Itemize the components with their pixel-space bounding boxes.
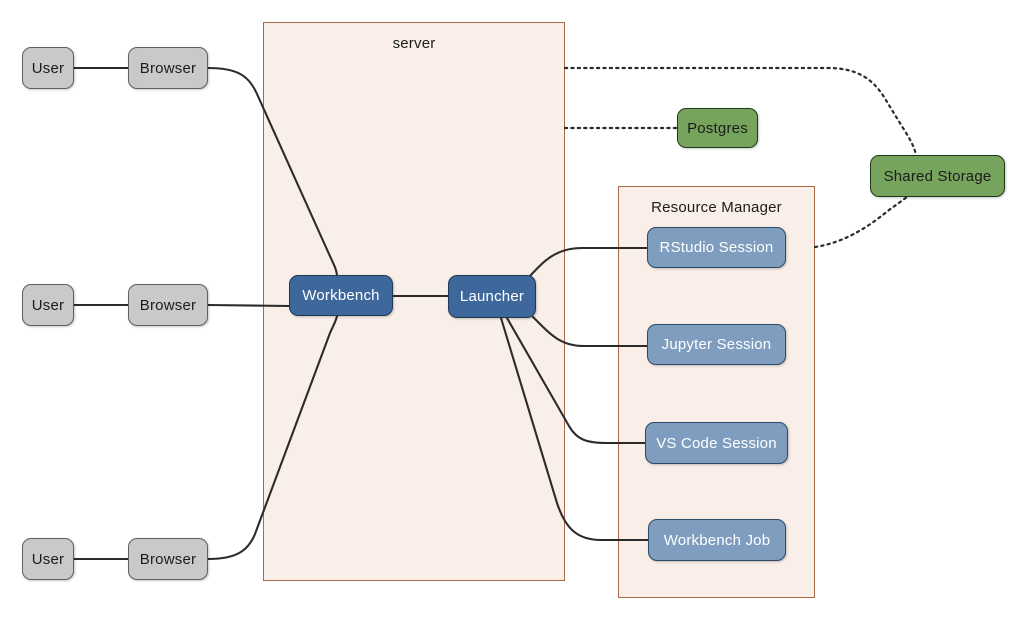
node-browser-row2: Browser (128, 284, 208, 326)
node-user-row2: User (22, 284, 74, 326)
node-user-row3: User (22, 538, 74, 580)
node-workbench: Workbench (289, 275, 393, 316)
node-launcher: Launcher (448, 275, 536, 318)
edge-resource-manager-shared-storage (813, 195, 909, 249)
node-browser-row3: Browser (128, 538, 208, 580)
node-vscode-session: VS Code Session (645, 422, 788, 464)
node-postgres: Postgres (677, 108, 758, 148)
resource-manager-title: Resource Manager (651, 199, 782, 216)
node-shared-storage: Shared Storage (870, 155, 1005, 197)
node-jupyter-session: Jupyter Session (647, 324, 786, 365)
node-workbench-job: Workbench Job (648, 519, 786, 561)
node-browser-row1: Browser (128, 47, 208, 89)
server-container-title: server (392, 35, 436, 52)
node-rstudio-session: RStudio Session (647, 227, 786, 268)
node-user-row1: User (22, 47, 74, 89)
